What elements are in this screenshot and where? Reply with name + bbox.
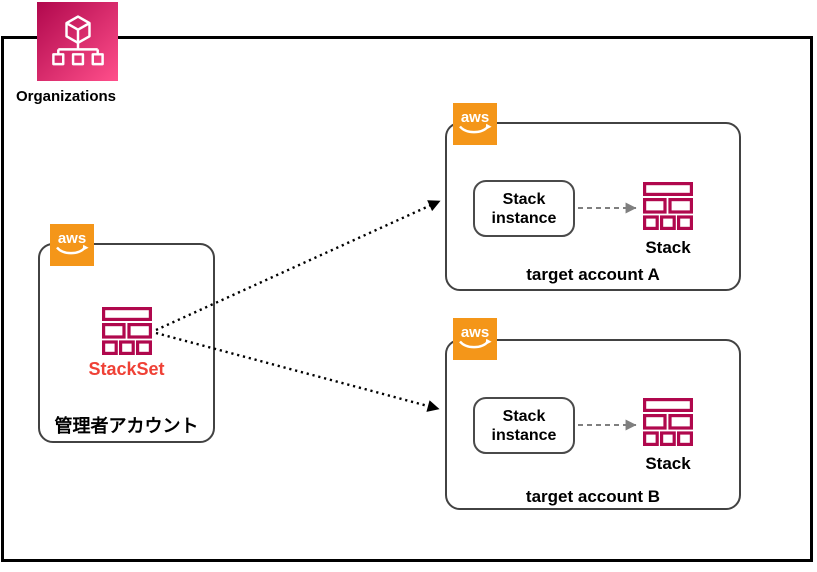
stackset-icon	[102, 307, 152, 355]
organizations-label: Organizations	[16, 88, 117, 105]
target-account-a-label: target account A	[526, 265, 660, 284]
aws-logo-icon: aws	[453, 318, 497, 360]
stack-instance-b: Stack instance	[473, 397, 575, 454]
target-account-b-label: target account B	[525, 487, 661, 506]
stack-instance-a: Stack instance	[473, 180, 575, 237]
stackset-label: StackSet	[88, 359, 165, 379]
aws-logo-icon: aws	[50, 224, 94, 266]
stack-instance-b-label: Stack instance	[491, 407, 557, 444]
aws-logo-text: aws	[58, 230, 86, 247]
stack-a-label: Stack	[645, 238, 691, 257]
aws-logo-text: aws	[461, 109, 489, 126]
aws-logo-icon: aws	[453, 103, 497, 145]
organizations-icon	[37, 2, 118, 81]
organization-boundary	[1, 36, 813, 562]
aws-logo-text: aws	[461, 324, 489, 341]
stack-b-icon	[643, 398, 693, 446]
stack-a-icon	[643, 182, 693, 230]
admin-account-label: 管理者アカウント	[54, 416, 199, 436]
stack-instance-a-label: Stack instance	[491, 190, 557, 227]
organizations-glyph	[51, 14, 104, 65]
stack-b-label: Stack	[645, 454, 691, 473]
